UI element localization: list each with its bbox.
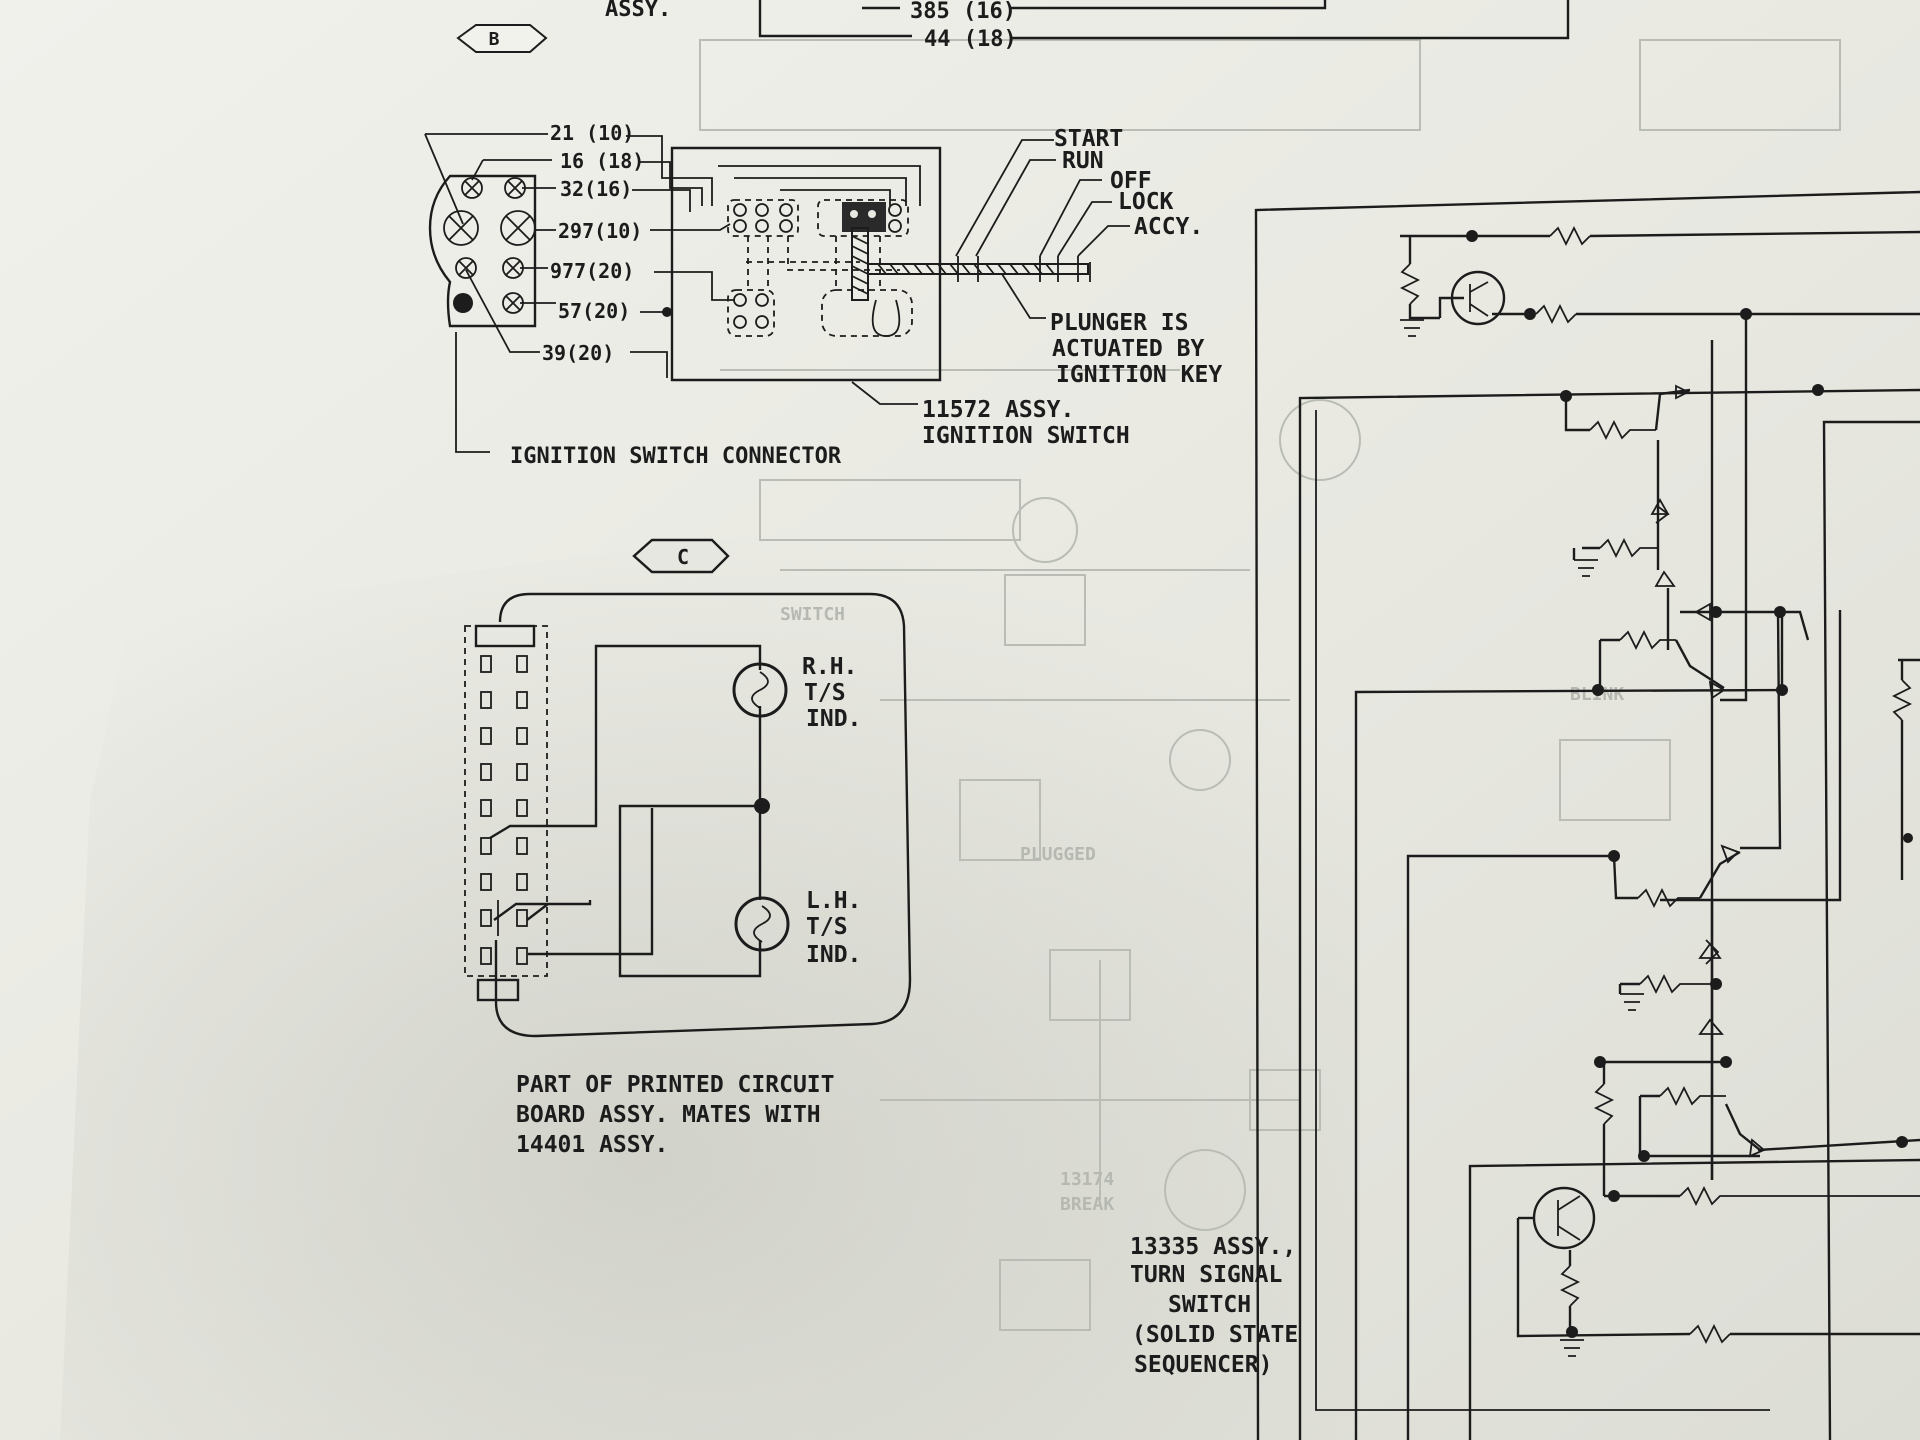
sequencer-label-line-5: SEQUENCER) [1134,1352,1272,1378]
bleed-through-schematic: 13174 BREAK SWITCH PLUGGED BLINK [699,39,1841,1331]
ignition-switch: START RUN OFF LOCK ACCY. PLUNGER IS ACTU… [626,126,1222,449]
switch-position-run: RUN [1062,148,1104,174]
svg-text:PLUGGED: PLUGGED [1020,844,1096,865]
wire-label-39: 39(20) [542,341,614,365]
sequencer-label-line-3: SWITCH [1168,1292,1251,1318]
wire-label-57: 57(20) [558,299,630,323]
ignition-connector-label: IGNITION SWITCH CONNECTOR [510,444,842,469]
svg-text:SWITCH: SWITCH [780,604,845,625]
board-caption-line-3: 14401 ASSY. [516,1132,668,1158]
section-marker-c: C [632,538,730,574]
rh-label-line-3: IND. [806,706,861,732]
lh-label-line-2: T/S [806,914,848,940]
lh-label-line-1: L.H. [806,888,861,914]
plunger-note-line-3: IGNITION KEY [1056,362,1222,388]
photo-shadow [60,520,1360,1440]
sequencer-label-line-4: (SOLID STATE [1132,1322,1298,1348]
connector-terminals [443,177,536,314]
marker-b-label: B [489,29,500,50]
wire-label-977: 977(20) [550,259,634,283]
plunger-note-line-1: PLUNGER IS [1050,310,1188,336]
wire-label-297: 297(10) [558,219,642,243]
switch-position-lock: LOCK [1118,189,1174,215]
top-fragment: ASSY. 385 (16) 44 (18) [605,0,1570,52]
wire-label-21: 21 (10) [550,121,634,145]
board-caption-line-2: BOARD ASSY. MATES WITH [516,1102,821,1128]
lh-lamp-icon [734,896,790,952]
indicator-board: R.H. T/S IND. L.H. T/S IND. PART OF PRIN… [464,592,912,1158]
wire-label-44: 44 (18) [924,27,1017,52]
svg-text:BREAK: BREAK [1060,1194,1114,1215]
ignition-switch-assy-number: 11572 ASSY. [922,397,1074,423]
plunger-note-line-2: ACTUATED BY [1052,336,1204,362]
rh-label-line-1: R.H. [802,654,857,680]
switch-position-accy: ACCY. [1134,214,1203,240]
ignition-switch-connector: 21 (10) 16 (18) 32(16) 297(10) 977(20) 5… [424,121,842,469]
rh-label-line-2: T/S [804,680,846,706]
section-marker-b: B [456,24,548,53]
svg-text:13174: 13174 [1060,1169,1114,1190]
board-caption-line-1: PART OF PRINTED CIRCUIT [516,1072,835,1098]
rh-lamp-icon [732,662,788,718]
lh-label-line-3: IND. [806,942,861,968]
top-assy-label: ASSY. [605,0,671,22]
ignition-switch-assy-name: IGNITION SWITCH [922,423,1130,449]
sequencer-label-line-1: 13335 ASSY., [1130,1234,1296,1260]
sequencer-label-line-2: TURN SIGNAL [1130,1262,1282,1288]
connector-pins [480,655,528,965]
wire-label-32: 32(16) [560,177,632,201]
turn-signal-sequencer: 13335 ASSY., TURN SIGNAL SWITCH (SOLID S… [1130,190,1920,1440]
switch-position-off: OFF [1110,168,1152,194]
switch-position-start: START [1054,126,1123,152]
wire-label-385: 385 (16) [910,0,1016,24]
marker-c-label: C [677,545,689,569]
wire-label-16: 16 (18) [560,149,644,173]
